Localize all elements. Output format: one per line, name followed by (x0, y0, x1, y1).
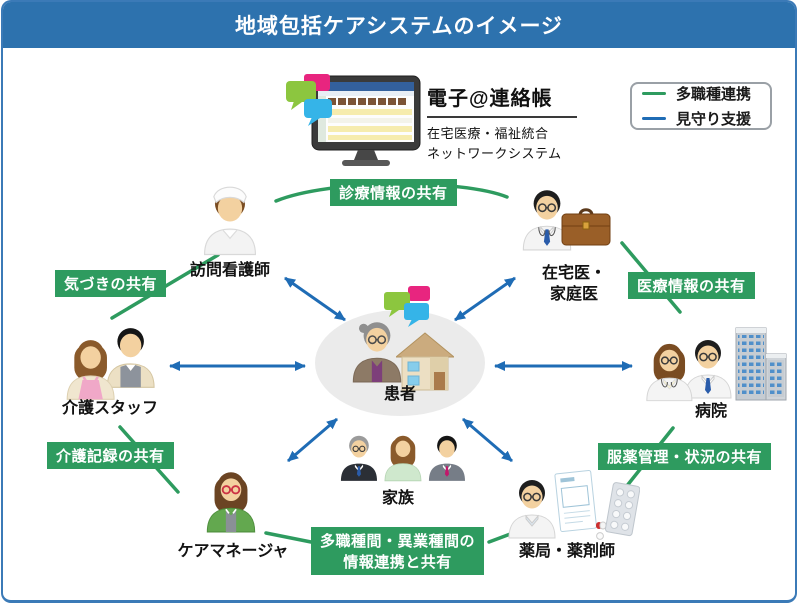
share-label-multi-profession: 多職種間・異業種間の 情報連携と共有 (311, 527, 485, 575)
patient-label: 患者 (383, 386, 417, 403)
share-label-care-records: 介護記録の共有 (47, 442, 174, 469)
legend-row-watch: 見守り支援 (642, 108, 760, 129)
legend-label-watch: 見守り支援 (676, 111, 752, 128)
home-doctor-icon (514, 182, 626, 264)
visiting-nurse-icon (193, 178, 267, 262)
care-manager-icon (198, 464, 264, 539)
home-doctor-label-line1: 在宅医・ (541, 265, 607, 282)
network-system-monitor-icon (286, 74, 424, 177)
blue-line-swatch (642, 117, 666, 120)
green-line-swatch (642, 92, 666, 95)
hospital-label: 病院 (694, 403, 728, 420)
elderly-patient-icon (344, 314, 410, 389)
system-text-block: 電子@連絡帳 在宅医療・福祉統合 ネットワークシステム (427, 82, 577, 164)
legend-row-collaboration: 多職種連携 (642, 83, 760, 104)
share-label-medication: 服薬管理・状況の共有 (598, 443, 772, 470)
page-title: 地域包括ケアシステムのイメージ (3, 2, 795, 48)
legend-label-collaboration: 多職種連携 (676, 86, 752, 103)
home-doctor-label-line2: 家庭医 (549, 285, 599, 303)
family-members-icon (336, 430, 468, 497)
system-title: 電子@連絡帳 (427, 82, 577, 118)
nurse-label: 訪問看護師 (189, 262, 271, 279)
share-label-multi-line1: 多職種間・異業種間の (320, 533, 476, 550)
speech-bubbles-icon (286, 74, 332, 126)
share-label-medical-care: 診療情報の共有 (330, 179, 457, 206)
share-label-medical-info: 医療情報の共有 (628, 272, 755, 299)
care-manager-label: ケアマネージャ (177, 543, 289, 560)
home-house-icon (394, 332, 456, 397)
care-staff-label: 介護スタッフ (61, 400, 159, 417)
patient-speech-bubbles-icon (384, 286, 442, 339)
hospital-doctors-building-icon (638, 324, 788, 407)
capsule-icon (596, 521, 607, 540)
doctor-briefcase-icon (561, 208, 611, 246)
patient-ellipse (315, 310, 485, 416)
system-subtitle: 在宅医療・福祉統合 ネットワークシステム (427, 124, 577, 164)
care-staff-icon (58, 320, 162, 407)
share-label-multi-line2: 情報連携と共有 (343, 554, 452, 571)
pharmacy-label: 薬局・薬剤師 (518, 543, 616, 560)
family-label: 家族 (381, 490, 415, 507)
pharmacist-medication-icon (500, 464, 641, 553)
home-doctor-label: 在宅医・ 家庭医 (542, 264, 606, 306)
share-label-awareness: 気づきの共有 (55, 270, 167, 297)
legend-box: 多職種連携 見守り支援 (630, 82, 772, 130)
hospital-building-icon (735, 327, 787, 401)
pill-blister-icon (605, 482, 641, 537)
system-subtitle-line1: 在宅医療・福祉統合 (427, 126, 549, 141)
prescription-sheet-icon (554, 469, 597, 533)
system-subtitle-line2: ネットワークシステム (427, 146, 562, 162)
page-title-text: 地域包括ケアシステムのイメージ (234, 15, 564, 38)
